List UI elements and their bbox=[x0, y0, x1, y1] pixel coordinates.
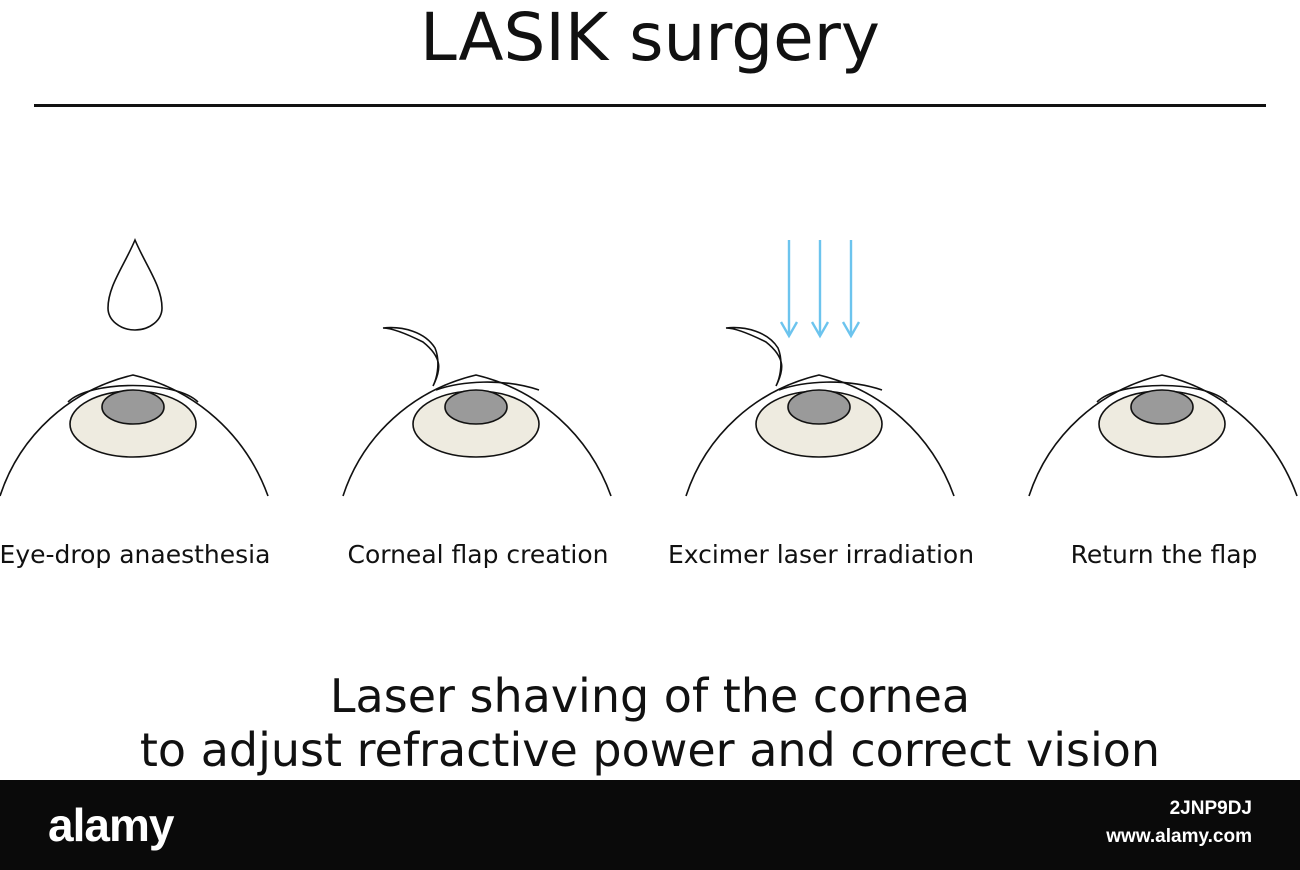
eye-drop-icon bbox=[0, 237, 269, 497]
step-return-flap bbox=[1028, 230, 1300, 510]
laser-beams bbox=[779, 240, 861, 339]
site-url: www.alamy.com bbox=[1106, 826, 1252, 847]
step-label: Corneal flap creation bbox=[347, 540, 609, 569]
image-id: 2JNP9DJ bbox=[1169, 798, 1252, 819]
lifted-flap bbox=[725, 326, 783, 387]
corneal-flap-icon bbox=[342, 326, 612, 497]
step-eye-drop bbox=[0, 230, 300, 510]
step-label: Excimer laser irradiation bbox=[667, 540, 975, 569]
alamy-logo: alamy bbox=[48, 799, 174, 851]
caption-line-2: to adjust refractive power and correct v… bbox=[139, 723, 1161, 777]
lifted-flap bbox=[382, 326, 440, 387]
step-label: Return the flap bbox=[1070, 540, 1258, 569]
eyeball-outline bbox=[0, 374, 269, 497]
eyeball-outline bbox=[1028, 374, 1298, 497]
step-label: Eye-drop anaesthesia bbox=[0, 540, 271, 569]
pupil-shape bbox=[444, 389, 508, 425]
cut-line bbox=[435, 381, 540, 391]
diagram-title: LASIK surgery bbox=[420, 0, 880, 76]
pupil-shape bbox=[101, 389, 165, 425]
caption-line-1: Laser shaving of the cornea bbox=[329, 669, 971, 723]
pupil-shape bbox=[787, 389, 851, 425]
closed-flap-icon bbox=[1028, 374, 1298, 497]
drop-shape bbox=[107, 237, 163, 331]
pupil-shape bbox=[1130, 389, 1194, 425]
step-laser bbox=[685, 230, 986, 510]
cornea-flap-line bbox=[67, 384, 199, 403]
cut-line bbox=[778, 381, 883, 391]
laser-arrows-icon bbox=[685, 240, 955, 497]
eyeball-outline bbox=[342, 374, 612, 497]
title-divider bbox=[34, 104, 1266, 107]
eyeball-outline bbox=[685, 374, 955, 497]
watermark-bar: alamy 2JNP9DJ www.alamy.com bbox=[0, 780, 1300, 870]
cornea-flap-line bbox=[1096, 384, 1228, 403]
step-flap-creation bbox=[342, 230, 643, 510]
